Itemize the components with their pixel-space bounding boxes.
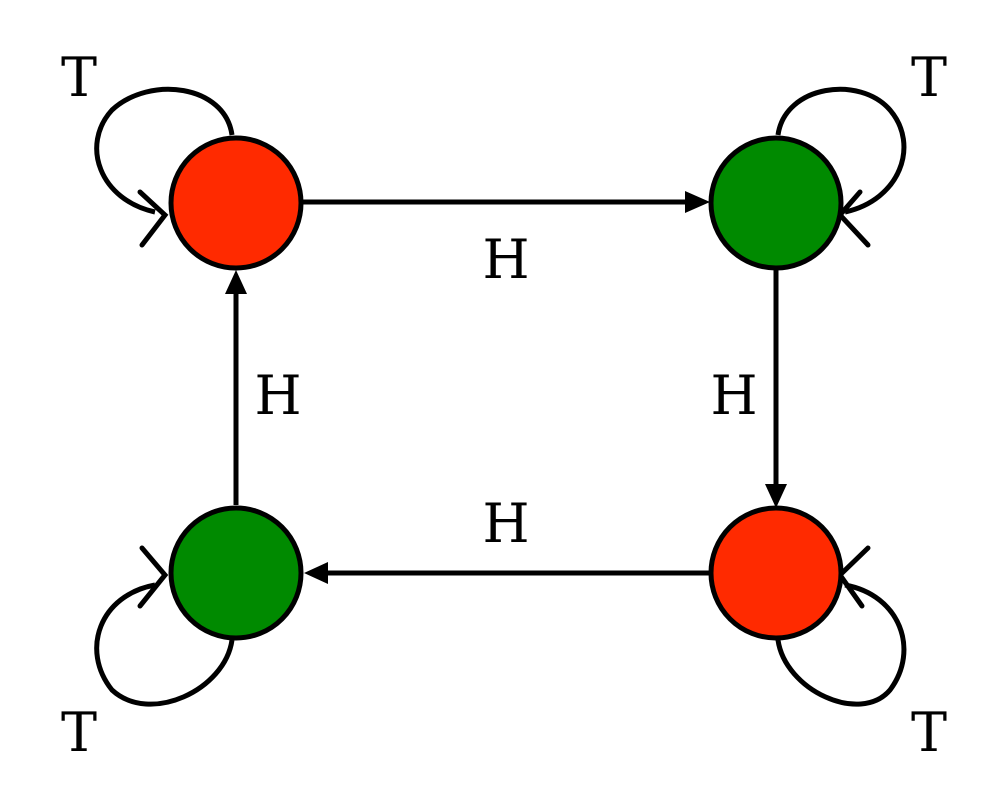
self-loop-bottom-left <box>94 545 235 707</box>
node-bottom-left <box>168 505 304 641</box>
self-loop-top-left <box>94 86 235 248</box>
edge-label-top: H <box>482 228 529 291</box>
edge-label-right: H <box>710 364 757 427</box>
node-top-right <box>708 135 844 271</box>
edge-bottom-left-to-top-left <box>225 270 247 505</box>
loop-label-top-right: T <box>911 46 947 109</box>
node-top-left <box>168 135 304 271</box>
loop-label-bottom-left: T <box>61 701 97 764</box>
loop-label-bottom-right: T <box>911 701 947 764</box>
edge-label-left: H <box>254 364 301 427</box>
edge-top-left-to-top-right <box>302 191 710 213</box>
node-bottom-right <box>708 505 844 641</box>
edge-top-right-to-bottom-right <box>765 268 787 508</box>
loop-label-top-left: T <box>61 46 97 109</box>
edge-label-bottom: H <box>482 492 529 555</box>
edge-bottom-right-to-bottom-left <box>304 562 710 584</box>
